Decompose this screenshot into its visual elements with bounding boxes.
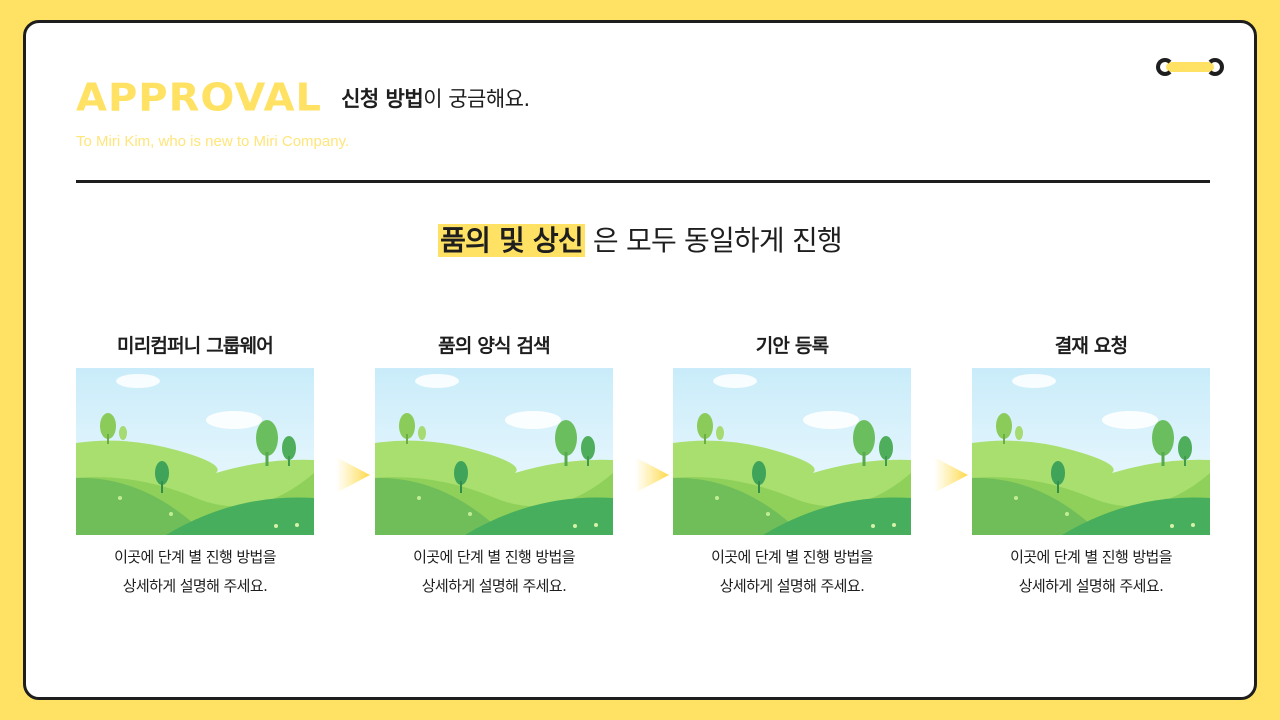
landscape-hills-image [972, 368, 1210, 535]
arrow-right-icon [635, 457, 669, 493]
step-title: 미리컴퍼니 그룹웨어 [117, 335, 274, 357]
step-description: 이곳에 단계 별 진행 방법을 상세하게 설명해 주세요. [114, 548, 276, 595]
step-description: 이곳에 단계 별 진행 방법을 상세하게 설명해 주세요. [1010, 548, 1172, 595]
step-title: 기안 등록 [755, 335, 829, 357]
arrow-right-icon [336, 457, 370, 493]
step-1: 미리컴퍼니 그룹웨어 이곳에 단계 별 진행 방법 [76, 328, 314, 601]
headline-rest: 은 모두 동일하게 진행 [584, 224, 843, 257]
page-title-rest: 이 궁금해요. [423, 87, 530, 111]
slide-card: APPROVAL 신청 방법이 궁금해요. To Miri Kim, who i… [23, 20, 1257, 700]
process-steps: 미리컴퍼니 그룹웨어 이곳에 단계 별 진행 방법 [76, 328, 1210, 608]
header-divider [76, 180, 1210, 183]
page-title: 신청 방법이 궁금해요. [341, 83, 530, 113]
step-description: 이곳에 단계 별 진행 방법을 상세하게 설명해 주세요. [711, 548, 873, 595]
step-3: 기안 등록 이곳에 단계 별 진행 방법을 [673, 328, 911, 601]
step-4: 결재 요청 이곳에 단계 별 진행 방법을 [972, 328, 1210, 601]
brand-title: APPROVAL [76, 76, 323, 120]
step-description: 이곳에 단계 별 진행 방법을 상세하게 설명해 주세요. [413, 548, 575, 595]
step-title: 결재 요청 [1054, 335, 1128, 357]
step-2: 품의 양식 검색 이곳에 단계 별 진행 방법을 [375, 328, 613, 601]
header: APPROVAL 신청 방법이 궁금해요. [76, 75, 530, 121]
landscape-hills-image [76, 368, 314, 535]
landscape-hills-image [375, 368, 613, 535]
landscape-hills-image [673, 368, 911, 535]
step-title: 품의 양식 검색 [438, 335, 551, 357]
headline-highlight: 품의 및 상신 [438, 224, 585, 257]
binder-clip-icon [1156, 57, 1224, 79]
arrow-right-icon [934, 457, 968, 493]
page-title-bold: 신청 방법 [341, 87, 424, 111]
page-subtitle: To Miri Kim, who is new to Miri Company. [76, 133, 350, 150]
headline: 품의 및 상신 은 모두 동일하게 진행 [26, 219, 1254, 259]
